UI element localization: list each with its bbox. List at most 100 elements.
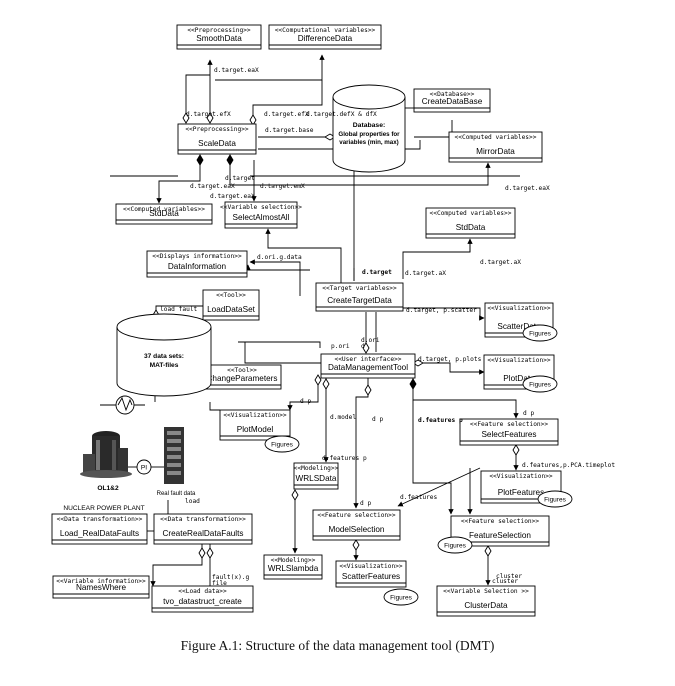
figures-label: Figures xyxy=(529,382,551,389)
edge-label: d.target.defX & dfX xyxy=(306,111,377,118)
class-box-nameswhere: <<Variable information>>NamesWhere xyxy=(52,575,150,599)
class-box-wrlsdata: <<Modeling>>WRLSData xyxy=(293,462,339,490)
pi-label: PI xyxy=(141,465,147,472)
edge-label: cluster xyxy=(492,578,518,585)
database-cylinder: Database:Global properties forvariables … xyxy=(332,84,406,173)
edge-label: d.ori.g.data xyxy=(257,254,302,261)
class-name: ScaleData xyxy=(198,139,236,148)
server-icon: Real fault data xyxy=(157,427,196,497)
edge-label: d.features xyxy=(400,494,438,501)
edge-label: file xyxy=(212,580,227,587)
figures-label: Figures xyxy=(271,442,293,449)
class-box-changeparams: <<Tool>>ChangeParameters xyxy=(202,364,282,390)
stereotype-label: <<Feature selection>> xyxy=(317,512,396,519)
heat-exchanger-icon xyxy=(100,395,145,415)
class-name: ChangeParameters xyxy=(207,374,278,383)
edge-label: d p xyxy=(300,398,311,405)
pi-sensor-icon: PI xyxy=(128,459,164,475)
stereotype-label: <<Load data>> xyxy=(178,588,227,595)
stereotype-label: <<Database>> xyxy=(430,91,475,98)
class-box-selectfeat: <<Feature selection>> SelectFeatures xyxy=(459,418,559,446)
edge-label: d.target xyxy=(225,175,255,182)
class-box-loadreal: <<Data transformation>> Load_RealDataFaul… xyxy=(51,513,148,545)
class-name: StdData xyxy=(149,209,179,218)
stereotype-label: <<Feature selection>> xyxy=(470,421,549,428)
edge-label: d.features p xyxy=(322,455,367,462)
stereotype-label: <<Computed variables>> xyxy=(455,134,537,141)
edge-label: d.target.eaX xyxy=(505,185,550,192)
connector-lines xyxy=(110,54,520,587)
class-name: WRLSlambda xyxy=(268,564,319,573)
edge-label: d.target.eaX xyxy=(210,193,255,200)
class-box-scale: <<Preprocessing>> ScaleData xyxy=(177,123,257,155)
class-box-target: <<Target variables>>CreateTargetData xyxy=(315,282,404,312)
edge-label: load xyxy=(185,498,200,505)
class-box-createdb: <<Database>>CreateDataBase xyxy=(413,88,491,113)
edge-label: d.ori xyxy=(361,337,380,344)
edge-label: fault(x).g xyxy=(212,574,250,581)
class-box-smooth: <<Preprocessing>>SmoothData xyxy=(176,24,262,50)
edge-label: d.target.efX xyxy=(264,111,309,118)
class-box-std1: <<Computed variables>>StdData xyxy=(115,203,213,225)
stereotype-label: <<Feature selection>> xyxy=(461,518,540,525)
stereotype-label: <<Data transformation>> xyxy=(57,516,143,523)
stereotype-label: <<Preprocessing>> xyxy=(185,126,249,133)
stereotype-label: <<User interface>> xyxy=(334,356,401,363)
figures-label: Figures xyxy=(444,543,466,550)
edge-label: d.target.aX xyxy=(405,270,446,277)
stereotype-label: <<Visualization>> xyxy=(339,563,403,570)
edge-label: d p xyxy=(360,500,371,507)
class-name: SmoothData xyxy=(196,34,242,43)
real-fault-label: Real fault data xyxy=(157,491,196,497)
class-box-scatter: <<Visualization>> ScatterData xyxy=(484,302,554,338)
class-name: FeatureSelection xyxy=(469,531,531,540)
datasets-text: MAT-files xyxy=(150,362,179,369)
datasets-cylinder: 37 data sets: MAT-files xyxy=(116,313,212,397)
edge-label: cluster xyxy=(496,573,522,580)
class-name: PlotData xyxy=(503,374,535,383)
class-name: DataInformation xyxy=(168,262,227,271)
stereotype-label: <<Displays information>> xyxy=(152,253,242,260)
figures-ellipse: Figures xyxy=(522,375,558,393)
class-name: Load_RealDataFaults xyxy=(60,529,139,538)
class-box-difference: <<Computational variables>>DifferenceDat… xyxy=(268,24,382,50)
class-name: WRLSData xyxy=(296,474,337,483)
plant-label: OL1&2 xyxy=(97,485,119,492)
class-box-loadds: <<Tool>>LoadDataSet xyxy=(202,289,260,321)
figures-label: Figures xyxy=(544,497,566,504)
class-name: PlotFeatures xyxy=(498,488,544,497)
class-box-modelsel: <<Feature selection>>ModelSelection xyxy=(312,509,401,541)
class-box-scatterfeat: <<Visualization>> ScatterFeatures xyxy=(335,560,407,588)
edge-label: d.target.eaX xyxy=(214,67,259,74)
stereotype-label: <<Visualization>> xyxy=(487,357,551,364)
class-name: CreateTargetData xyxy=(327,296,392,305)
edge-label: d.features,p.PCA.timeplot xyxy=(522,462,615,469)
class-name: tvo_datastruct_create xyxy=(163,597,242,606)
class-box-plotdata: <<Visualization>> PlotData xyxy=(483,354,555,390)
class-name: StdData xyxy=(456,223,486,232)
edge-label: d xyxy=(361,343,365,350)
class-name: SelectAlmostAll xyxy=(233,213,290,222)
stereotype-label: <<Modeling>> xyxy=(271,557,316,564)
class-name: SelectFeatures xyxy=(481,430,536,439)
figures-ellipse: Figures xyxy=(383,588,419,606)
plant-label: NUCLEAR POWER PLANT xyxy=(63,505,144,512)
figures-ellipse: Figures xyxy=(522,324,558,342)
figure-caption: Figure A.1: Structure of the data manage… xyxy=(180,638,495,653)
class-name: ScatterFeatures xyxy=(342,572,400,581)
class-name: DifferenceData xyxy=(298,34,353,43)
edge-label: d p xyxy=(372,416,383,423)
class-box-createreal: <<Data transformation>>CreateRealDataFau… xyxy=(153,513,253,545)
class-name: ScatterData xyxy=(497,322,541,331)
stereotype-label: <<Variable selection>> xyxy=(220,204,302,211)
edge-label: p.ori xyxy=(331,343,350,350)
stereotype-label: <<Computational variables>> xyxy=(275,27,376,34)
datasets-text: 37 data sets: xyxy=(144,353,184,360)
class-name: LoadDataSet xyxy=(207,305,256,314)
class-name: MirrorData xyxy=(476,147,515,156)
database-text: variables (min, max) xyxy=(339,139,399,146)
figures-ellipse: Figures xyxy=(264,435,300,453)
stereotype-label: <<Visualization>> xyxy=(487,305,551,312)
stereotype-label: <<Visualization>> xyxy=(223,412,287,419)
